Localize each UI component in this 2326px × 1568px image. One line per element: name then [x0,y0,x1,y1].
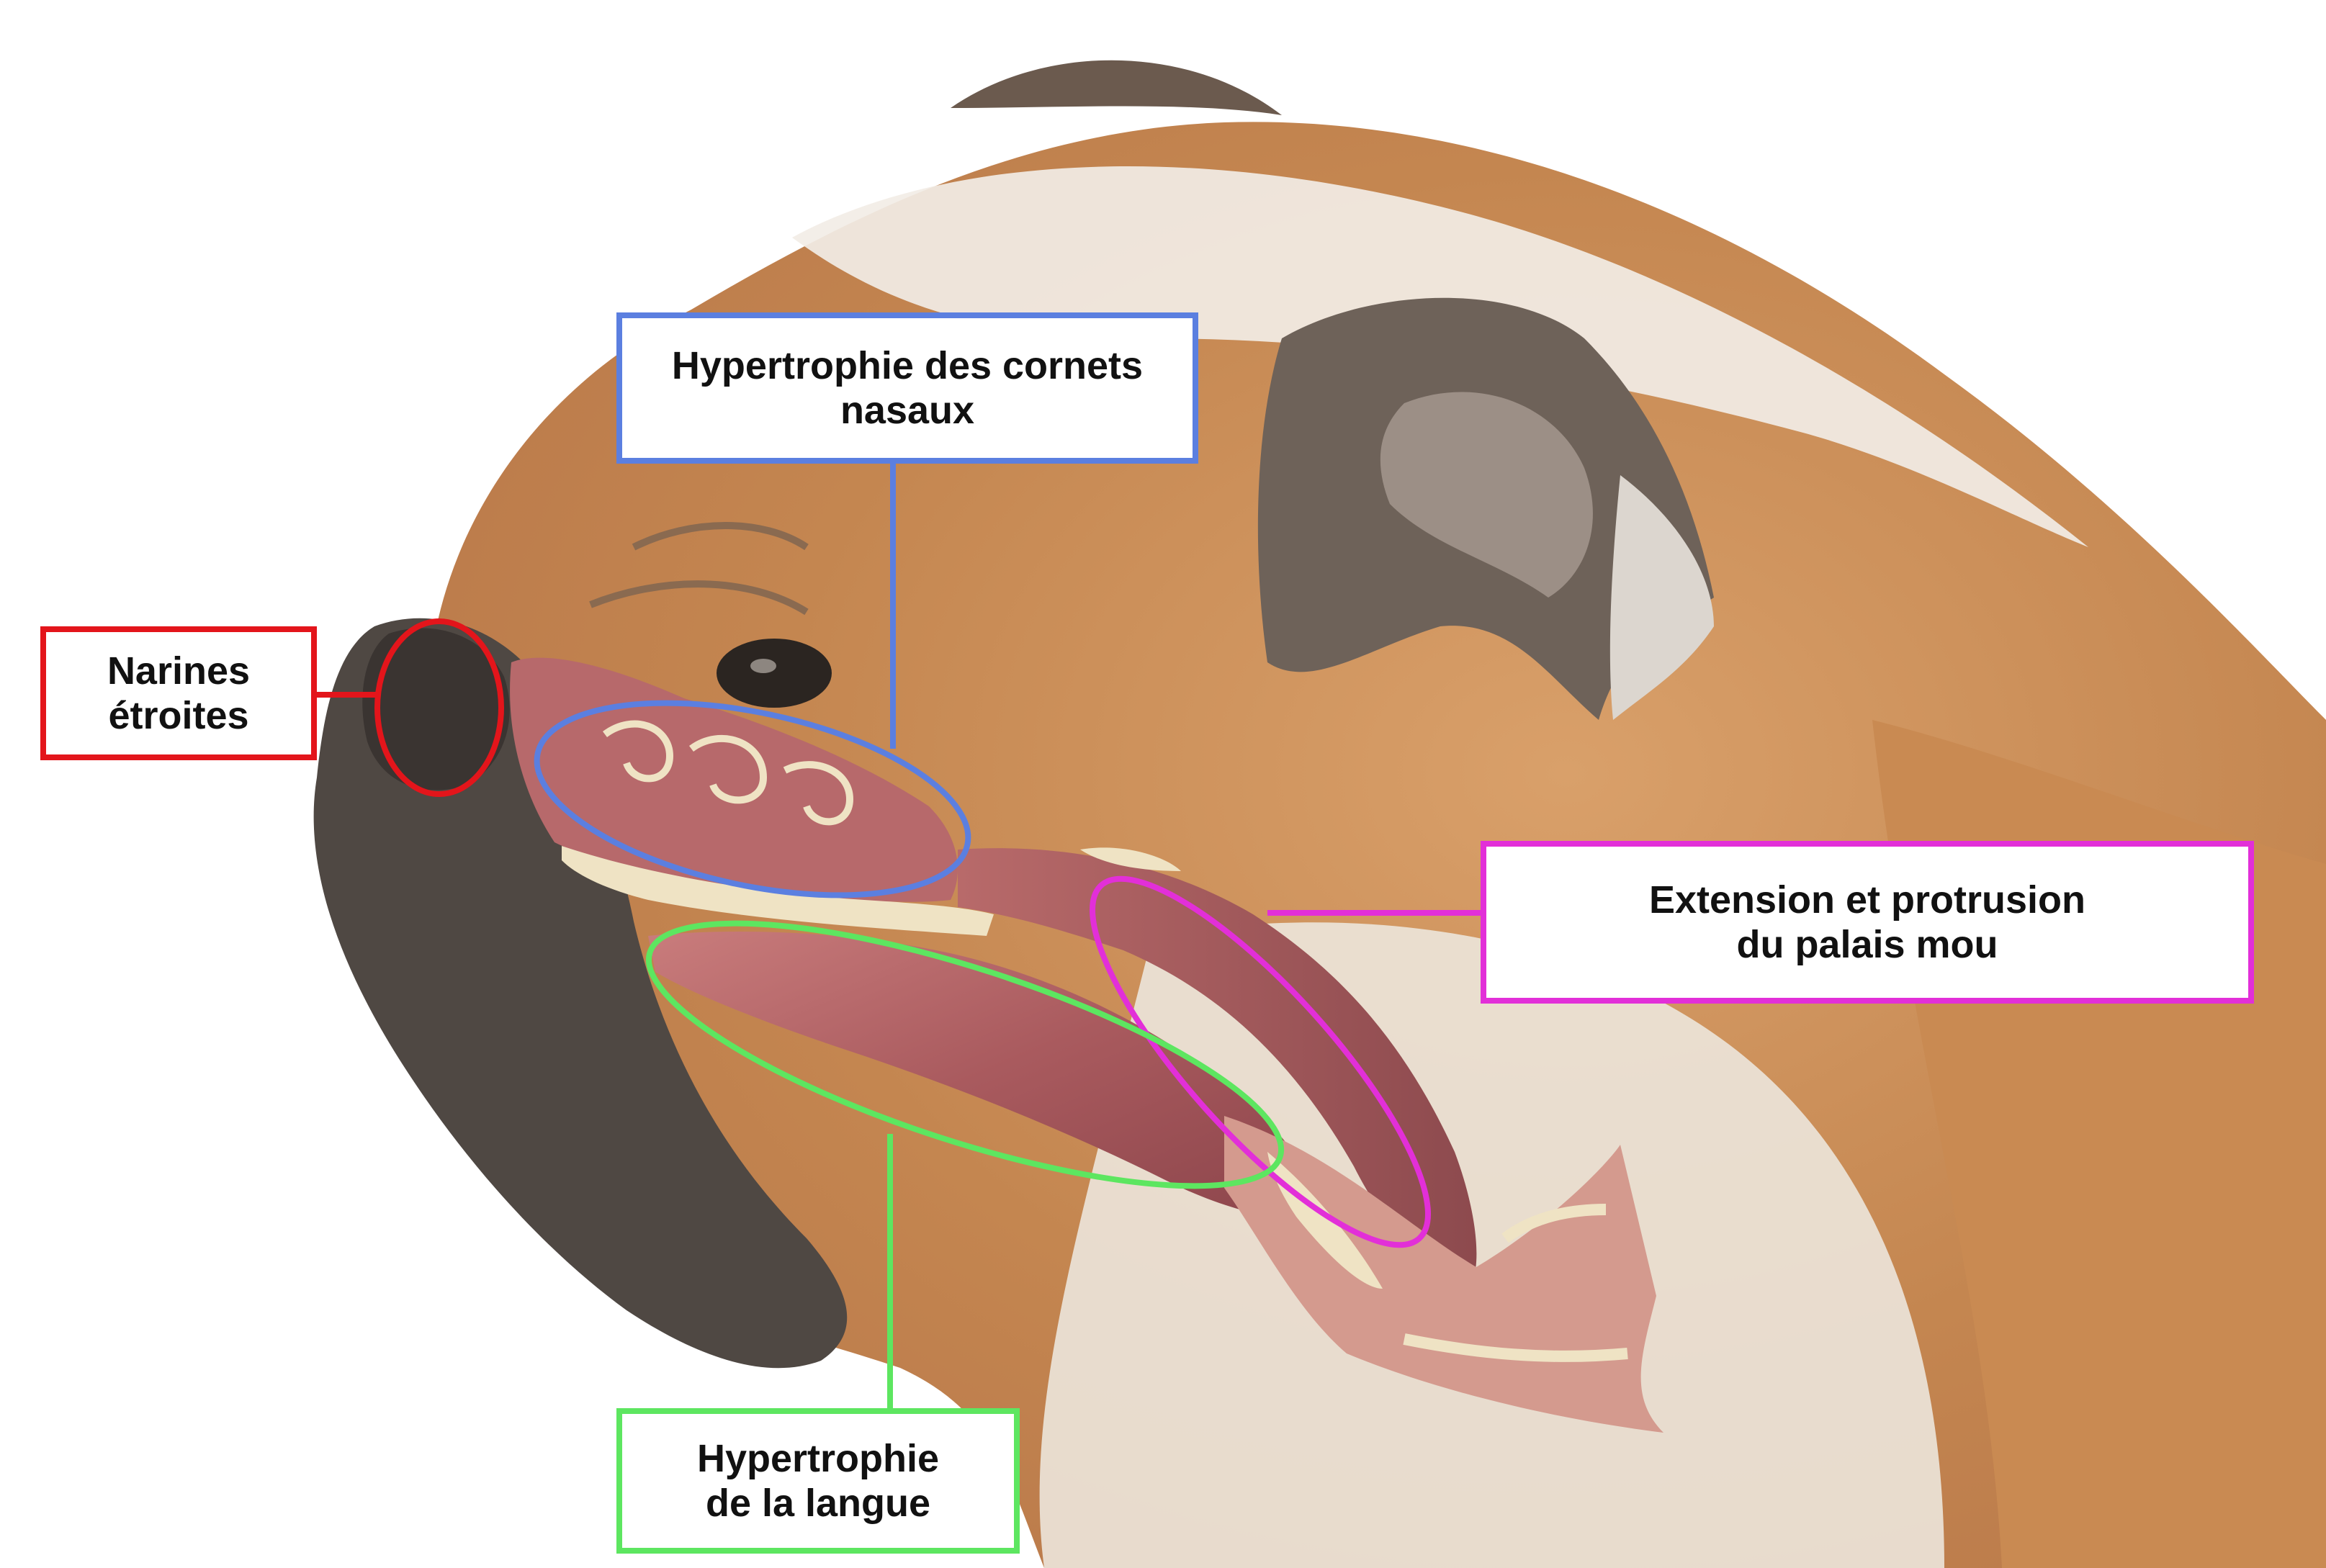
label-narines-line2: étroites [108,694,249,737]
ear-inner [1380,392,1593,598]
label-narines-etroites: Narines étroites [40,626,317,760]
nose [362,628,510,790]
muzzle [313,618,848,1369]
wrinkle-2 [589,580,809,616]
label-narines-line1: Narines [107,649,251,693]
tracheal-rings [1403,1204,1628,1362]
label-palais-line1: Extension et protrusion [1648,878,2086,922]
label-cornets-line1: Hypertrophie des cornets [671,344,1144,387]
wrinkle-1 [632,522,809,551]
narines-circle [374,618,504,797]
label-palais-line2: du palais mou [1736,923,1998,966]
tongue [648,932,1318,1219]
larynx-cartilage [1267,1152,1383,1289]
label-langue-line2: de la langue [705,1482,931,1525]
label-cornets-line2: nasaux [840,389,975,432]
cornets-ellipse [534,700,971,898]
head-fold [951,60,1282,115]
turbinates [603,720,854,826]
eye [717,639,832,708]
eye-highlight [750,659,776,673]
label-palais-mou: Extension et protrusion du palais mou [1481,841,2254,1004]
white-chest [1039,922,1944,1568]
palate-cartilage [1080,847,1181,871]
label-langue-line1: Hypertrophie [696,1437,940,1480]
palate-bone [562,846,994,936]
ear-flap [1609,475,1714,720]
label-hypertrophie-cornets: Hypertrophie des cornets nasaux [616,312,1198,464]
langue-ellipse [645,920,1285,1189]
nasal-cavity-section [510,657,958,902]
palais-ellipse [1090,875,1431,1248]
label-hypertrophie-langue: Hypertrophie de la langue [616,1408,1020,1554]
